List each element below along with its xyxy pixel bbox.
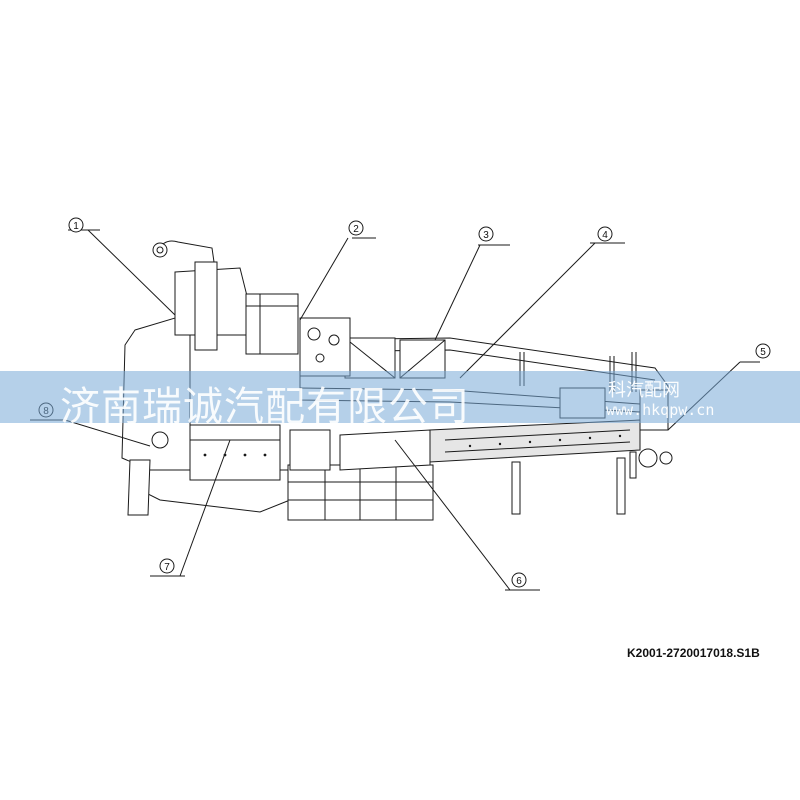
callout-3: 3 (478, 226, 494, 242)
callout-4: 4 (597, 226, 613, 242)
callout-6: 6 (511, 572, 527, 588)
callout-2-label: 2 (353, 224, 359, 235)
watermark-site-name: 科汽配网 (608, 380, 680, 401)
callout-2: 2 (348, 220, 364, 236)
watermark-band (0, 371, 800, 423)
callout-5-label: 5 (760, 347, 766, 358)
callout-1-label: 1 (73, 221, 79, 232)
callout-4-label: 4 (602, 230, 608, 241)
callout-6-label: 6 (516, 576, 522, 587)
callout-1: 1 (68, 217, 84, 233)
part-code-label: K2001-2720017018.S1B (627, 646, 760, 660)
callout-7-label: 7 (164, 562, 170, 573)
callout-3-label: 3 (483, 230, 489, 241)
watermark-url: www.hkqpw.cn (606, 401, 715, 419)
callout-5: 5 (755, 343, 771, 359)
callout-7: 7 (159, 558, 175, 574)
watermark-company-text: 济南瑞诚汽配有限公司 (60, 384, 470, 430)
front-cab (121, 240, 434, 521)
